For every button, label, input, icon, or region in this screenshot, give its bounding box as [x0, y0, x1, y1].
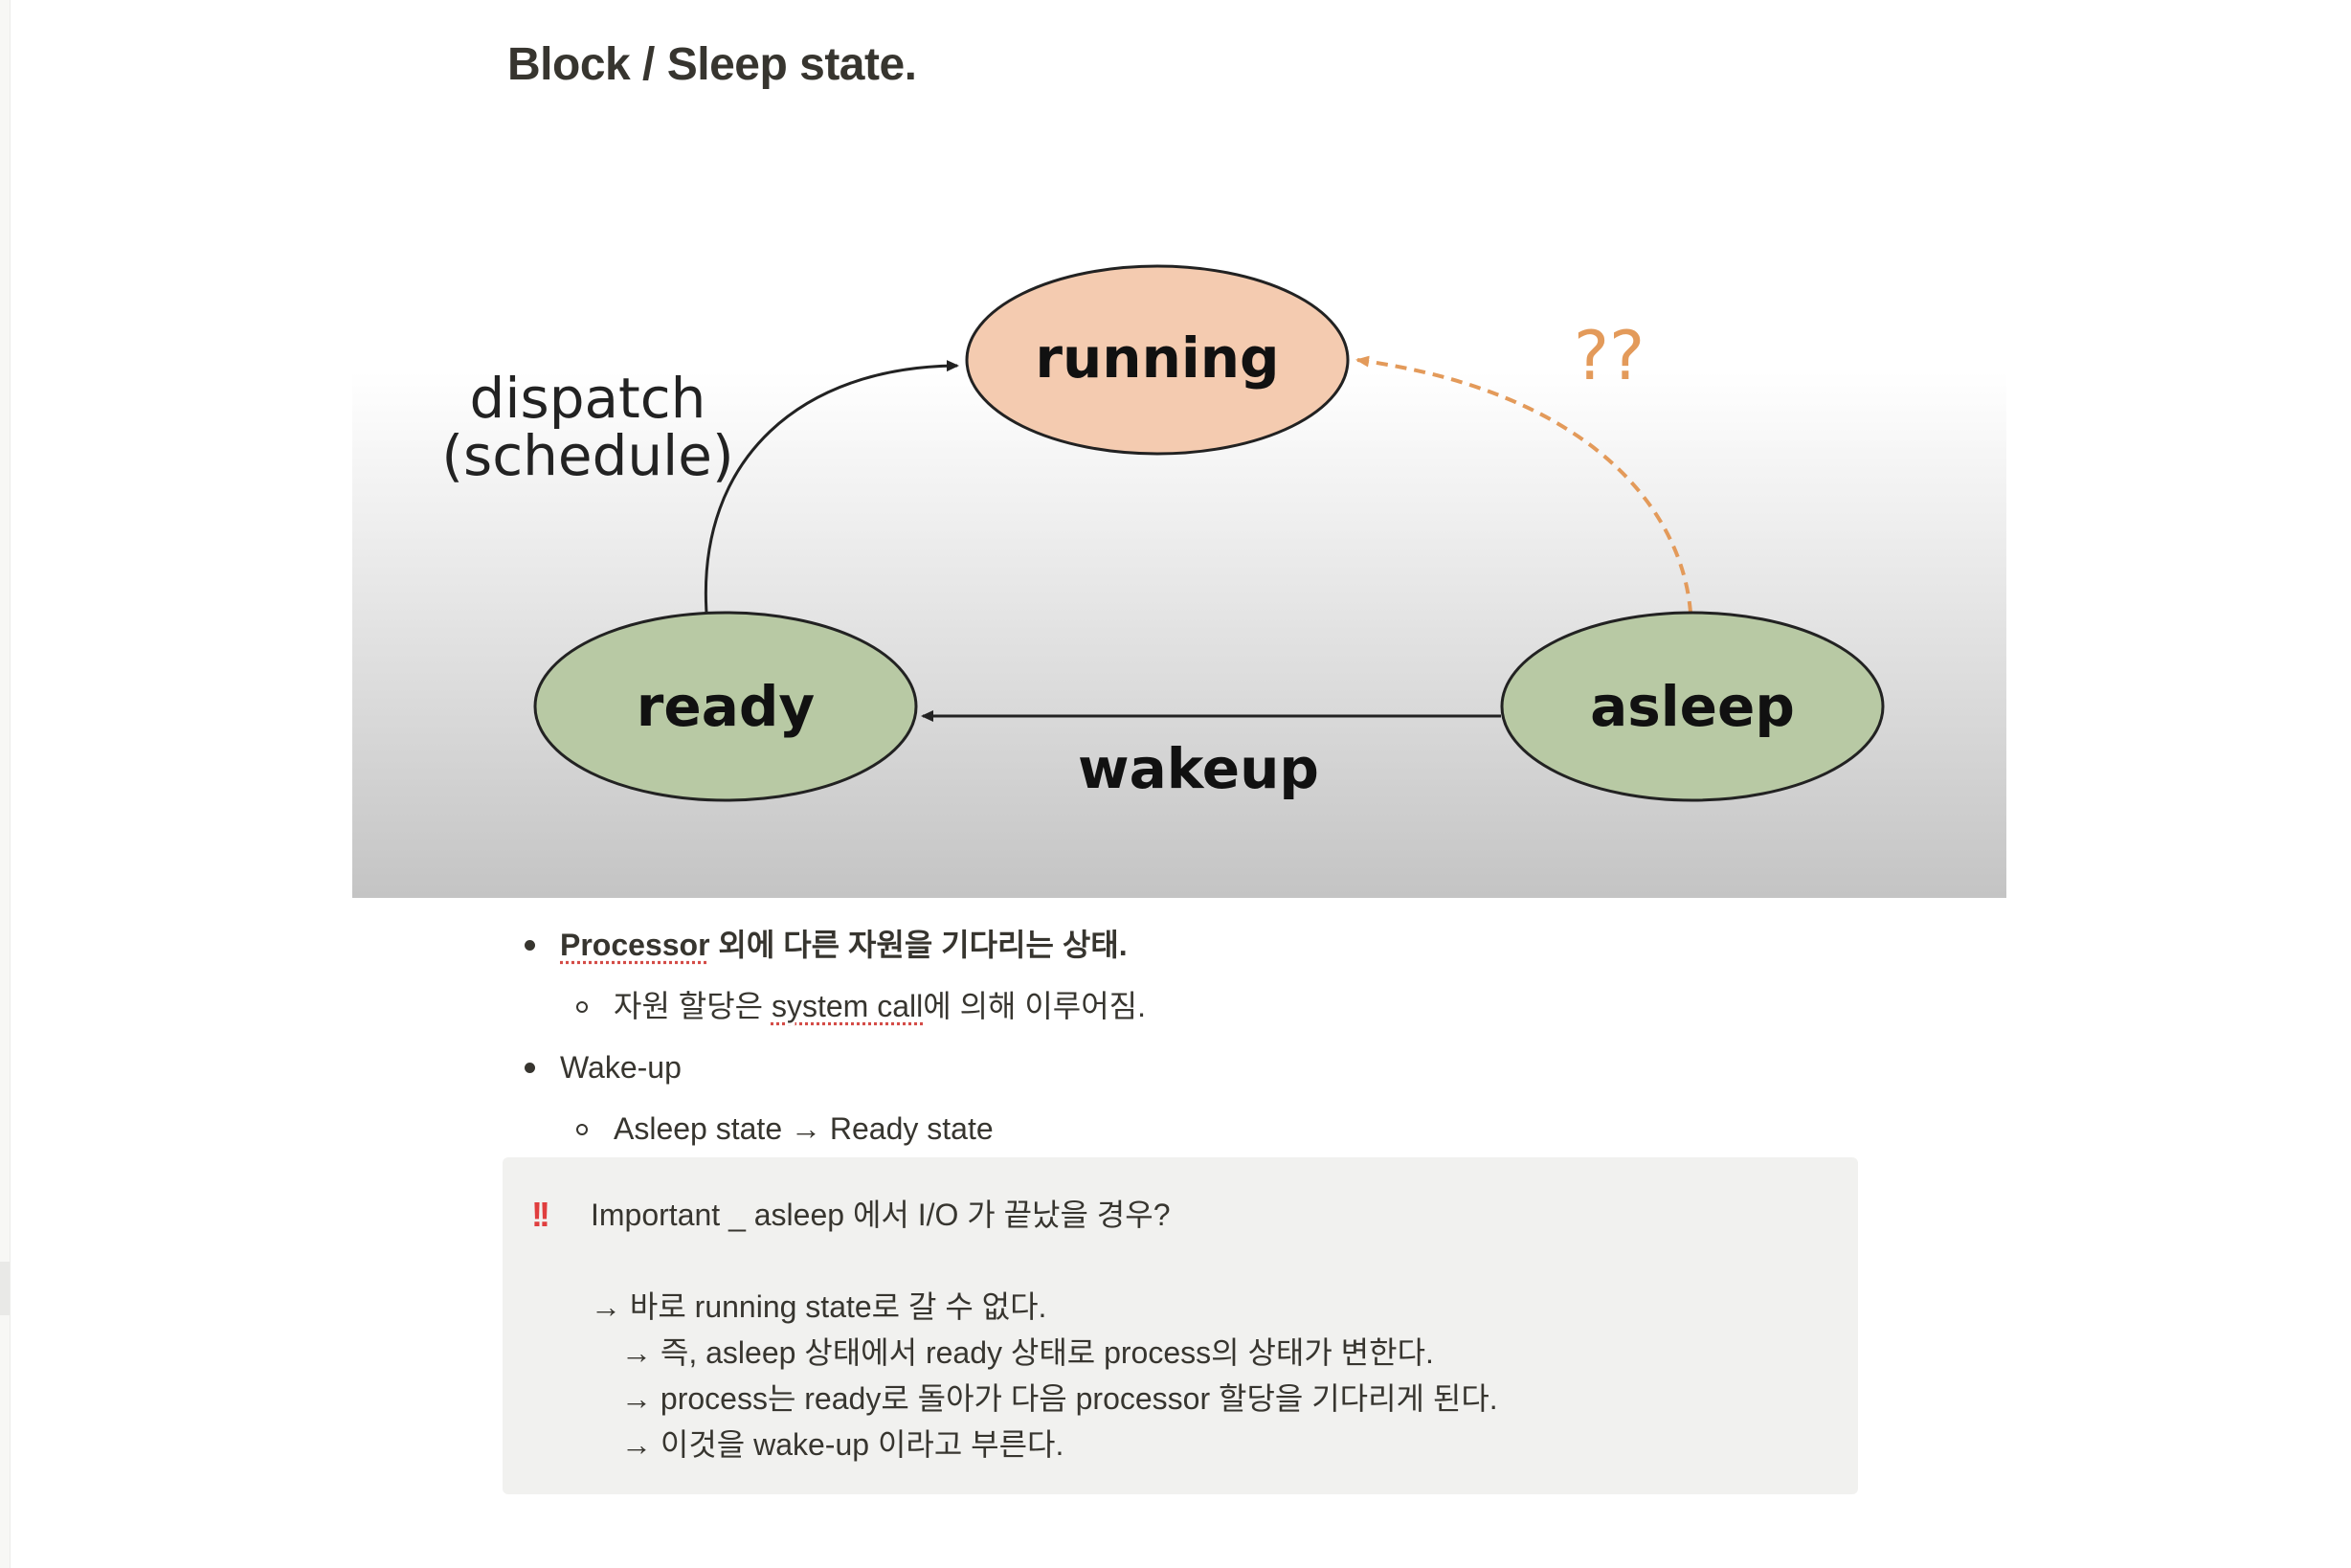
sub-list-item: 자원 할당은 system call에 의해 이루어짐.	[507, 975, 1943, 1037]
question-arrow	[1355, 355, 1692, 614]
list-item-text: Wake-up	[560, 1050, 682, 1085]
ready-label: ready	[637, 674, 815, 739]
bullet-dot	[525, 1063, 535, 1073]
dispatch-label: dispatch	[470, 366, 706, 431]
callout-line: → process는 ready로 돌아가 다음 processor 할당을 기…	[621, 1381, 1498, 1416]
callout-line: → 이것을 wake-up 이라고 부른다.	[621, 1427, 1064, 1462]
callout-heading: Important _ asleep 에서 I/O 가 끝났을 경우?	[591, 1198, 1171, 1232]
callout-line: → 바로 running state로 갈 수 없다.	[591, 1289, 1047, 1324]
asleep-node	[1500, 611, 1885, 802]
running-label: running	[1035, 325, 1279, 391]
dispatch-arrow	[704, 360, 959, 614]
bullet-dot	[525, 940, 535, 951]
page-title: Block / Sleep state.	[507, 39, 917, 90]
sub-item-text-pre: 자원 할당은	[614, 989, 772, 1023]
important-callout[interactable]: !! Important _ asleep 에서 I/O 가 끝났을 경우? →…	[503, 1157, 1858, 1494]
list-item-text: 외에 다른 자원을 기다리는 상태.	[709, 928, 1128, 962]
ready-node	[533, 611, 918, 802]
sub-item-text-post: 에 의해 이루어짐.	[923, 989, 1146, 1023]
callout-text: Important _ asleep 에서 I/O 가 끝났을 경우? → 바로…	[591, 1192, 1498, 1467]
state-diagram-svg: running ready asleep dispatch (schedule)…	[352, 113, 2006, 898]
callout-line: → 즉, asleep 상태에서 ready 상태로 process의 상태가 …	[621, 1335, 1434, 1370]
left-sidebar-edge	[0, 0, 11, 1568]
sub-bullet-circle	[576, 1124, 588, 1135]
bullet-list: Processor 외에 다른 자원을 기다리는 상태. 자원 할당은 syst…	[507, 914, 1943, 1159]
wakeup-label: wakeup	[1078, 736, 1319, 801]
sub-item-text: Asleep state → Ready state	[614, 1111, 994, 1146]
question-label: ??	[1574, 317, 1645, 395]
sub-bullet-circle	[576, 1001, 588, 1013]
sub-list-item: Asleep state → Ready state	[507, 1098, 1943, 1159]
schedule-label: (schedule)	[441, 423, 733, 488]
list-item: Processor 외에 다른 자원을 기다리는 상태.	[507, 914, 1943, 975]
system-call-term: system call	[771, 989, 924, 1023]
sidebar-resize-handle[interactable]	[0, 1262, 10, 1315]
running-node	[965, 264, 1350, 456]
list-item: Wake-up	[507, 1037, 1943, 1098]
asleep-label: asleep	[1590, 674, 1795, 739]
processor-term: Processor	[560, 928, 710, 962]
state-diagram-image: running ready asleep dispatch (schedule)…	[352, 113, 2006, 898]
double-exclamation-icon[interactable]: !!	[531, 1195, 550, 1234]
